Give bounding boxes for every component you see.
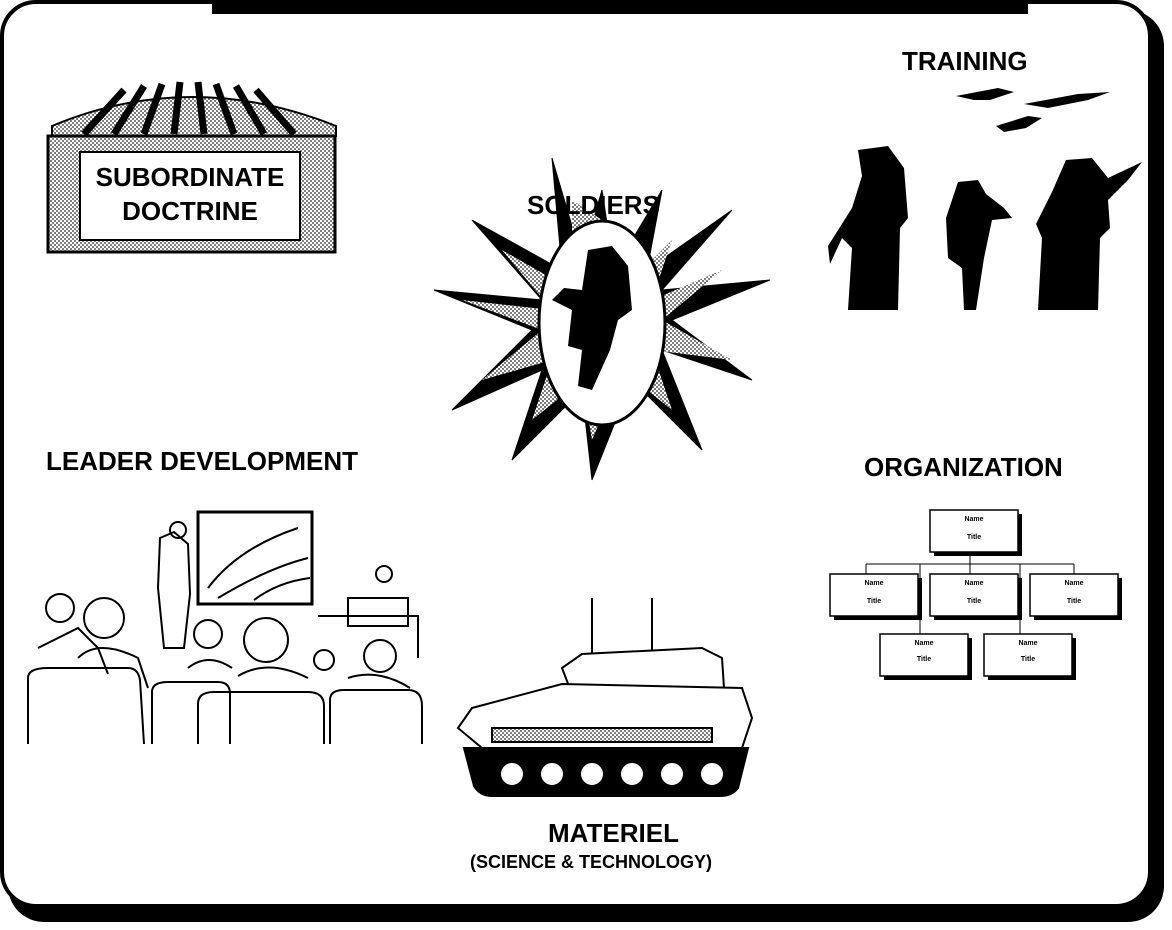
materiel-tank-graphic (456, 598, 754, 797)
org-box-mid3-title: Title (1066, 598, 1082, 605)
materiel-label: MATERIEL (548, 818, 679, 848)
org-box-top-title: Title (966, 534, 982, 541)
org-box-top-name: Name (964, 516, 984, 523)
org-box-bot2-title: Title (1020, 656, 1036, 663)
org-box-mid2-title: Title (966, 598, 982, 605)
leader-development-label: LEADER DEVELOPMENT (46, 446, 359, 476)
organization-label: ORGANIZATION (864, 452, 1063, 482)
org-box-mid2-name: Name (964, 580, 984, 587)
training-soldiers-graphic (828, 88, 1142, 310)
training-label: TRAINING (902, 46, 1028, 76)
soldiers-starburst-graphic (433, 157, 771, 481)
materiel-subtitle: (SCIENCE & TECHNOLOGY) (470, 852, 713, 872)
soldiers-label: SOLDIERS (527, 190, 660, 220)
subordinate-doctrine-label-1: SUBORDINATE (95, 162, 285, 192)
subordinate-doctrine-label-2: DOCTRINE (122, 196, 258, 226)
top-bar (212, 0, 1028, 14)
org-box-mid1-name: Name (864, 580, 884, 587)
org-box-bot1-name: Name (914, 640, 934, 647)
leader-development-classroom-graphic (27, 510, 423, 745)
org-box-bot1-title: Title (916, 656, 932, 663)
org-chart-lines (829, 509, 1122, 680)
org-box-mid1-title: Title (866, 598, 882, 605)
org-box-mid3-name: Name (1064, 580, 1084, 587)
org-box-bot2-name: Name (1018, 640, 1038, 647)
doctrine-sign-graphic (46, 81, 337, 254)
